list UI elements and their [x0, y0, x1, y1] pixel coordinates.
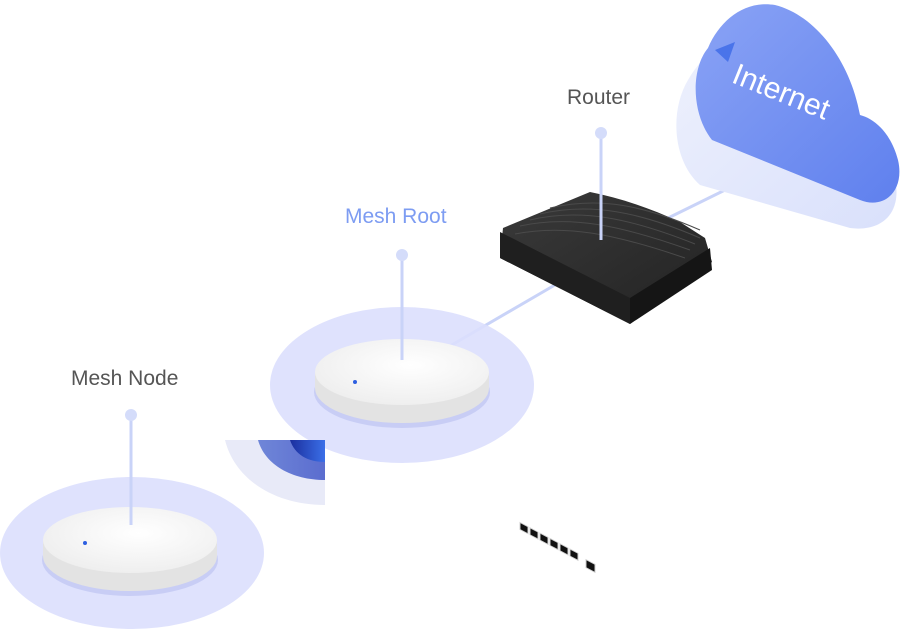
wireless-signal-icon — [225, 440, 325, 505]
router-lan-ports — [519, 521, 579, 562]
router-label: Router — [567, 86, 631, 109]
router-icon — [500, 192, 712, 574]
internet-cloud-icon: Internet — [676, 4, 900, 229]
mesh-root-device — [270, 307, 534, 463]
router-pin-dot — [595, 127, 607, 139]
mesh-root-label: Mesh Root — [345, 205, 447, 228]
router-wan-port — [585, 558, 596, 574]
status-led-icon — [353, 380, 357, 384]
mesh-node-pin-dot — [125, 409, 137, 421]
mesh-root-pin-dot — [396, 249, 408, 261]
mesh-node-label: Mesh Node — [71, 367, 179, 390]
status-led-icon — [83, 541, 87, 545]
mesh-node-device — [0, 477, 264, 629]
